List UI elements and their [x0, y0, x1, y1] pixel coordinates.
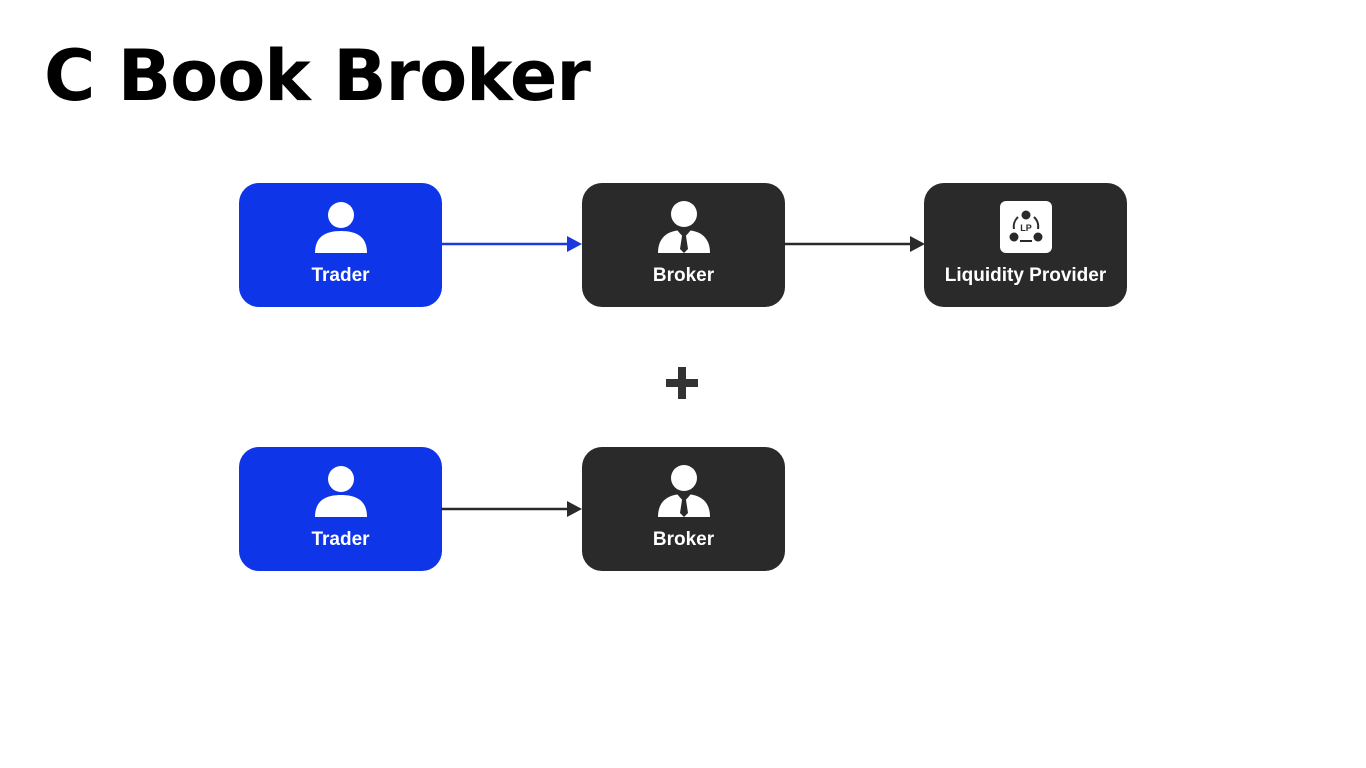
liquidity-provider-label: Liquidity Provider — [944, 265, 1107, 286]
broker-node-bottom: Broker — [582, 447, 785, 571]
person-icon — [239, 199, 442, 255]
broker-label: Broker — [652, 529, 715, 550]
person-icon — [239, 463, 442, 519]
arrow-broker-to-lp — [784, 236, 925, 252]
broker-node-top: Broker — [582, 183, 785, 307]
businessman-icon — [582, 199, 785, 255]
trader-node-bottom: Trader — [239, 447, 442, 571]
page-title: C Book Broker — [44, 35, 591, 117]
lp-icon-text: LP — [1020, 223, 1032, 233]
trader-node-top: Trader — [239, 183, 442, 307]
liquidity-provider-node: LP Liquidity Provider — [924, 183, 1127, 307]
trader-label: Trader — [311, 529, 370, 550]
arrow-trader-to-broker-top — [441, 236, 582, 252]
lp-network-icon: LP — [924, 199, 1127, 255]
broker-label: Broker — [652, 265, 715, 286]
trader-label: Trader — [311, 265, 370, 286]
businessman-icon — [582, 463, 785, 519]
arrow-trader-to-broker-bottom — [441, 501, 582, 517]
plus-icon — [666, 367, 698, 399]
